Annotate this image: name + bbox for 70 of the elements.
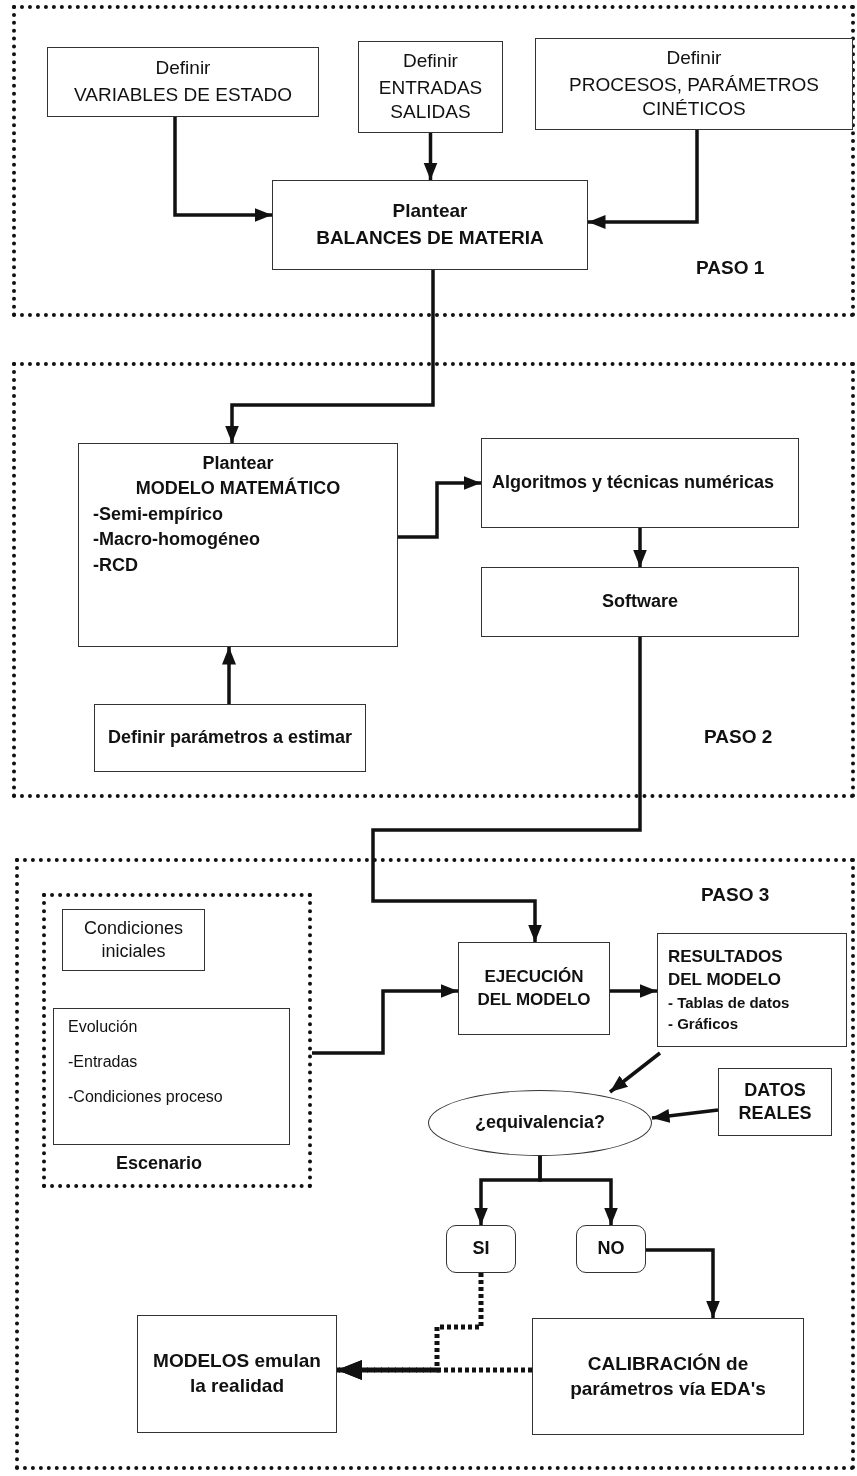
arrow	[633, 528, 647, 567]
process-box	[535, 38, 853, 130]
process-box	[47, 47, 319, 117]
process-box	[532, 1318, 804, 1435]
box-text: RESULTADOS DEL MODELO	[668, 946, 784, 991]
step-label: PASO 1	[696, 257, 765, 279]
step-label: PASO 2	[704, 726, 773, 748]
box-text: ¿equivalencia?	[473, 1111, 606, 1135]
box-text: Condiciones iniciales	[82, 916, 185, 963]
box-text: Plantear	[201, 452, 275, 475]
arrow	[173, 117, 272, 222]
process-box	[53, 1008, 290, 1145]
box-text: Definir	[154, 56, 212, 81]
box-subtext: - Gráficos	[668, 1014, 740, 1034]
arrow	[225, 270, 435, 443]
process-box	[62, 909, 205, 971]
arrow	[337, 1360, 532, 1380]
box-subtext: - Tablas de datos	[668, 992, 791, 1013]
box-subtext: -Semi-empírico	[93, 502, 225, 526]
arrow	[610, 984, 657, 998]
box-text: Definir	[665, 45, 723, 70]
box-text: Definir parámetros a estimar	[106, 726, 354, 750]
arrow	[312, 984, 458, 1055]
process-box	[458, 942, 610, 1035]
answer-box	[446, 1225, 516, 1273]
process-box	[94, 704, 366, 772]
process-box	[137, 1315, 337, 1433]
process-box	[481, 567, 799, 637]
box-subtext: -Macro-homogéneo	[93, 528, 261, 552]
process-box	[78, 443, 398, 647]
arrow	[398, 476, 481, 539]
group-label: Escenario	[116, 1153, 203, 1174]
box-subtext: ENTRADAS SALIDAS	[377, 75, 484, 125]
box-text: DATOS REALES	[737, 1078, 813, 1125]
box-text: SI	[471, 1237, 491, 1261]
arrow	[608, 1051, 662, 1094]
process-box	[272, 180, 588, 270]
box-text: NO	[596, 1237, 626, 1261]
process-box	[657, 933, 847, 1047]
box-text: Plantear	[391, 199, 469, 224]
box-subtext: -RCD	[93, 553, 139, 577]
arrow	[222, 647, 236, 704]
step-frame	[12, 362, 855, 798]
step-frame	[15, 858, 855, 1470]
box-text: Evolución	[68, 1017, 139, 1037]
arrow	[651, 1108, 719, 1123]
answer-box	[576, 1225, 646, 1273]
arrow	[371, 637, 642, 942]
step-label: PASO 3	[701, 884, 770, 906]
process-box	[481, 438, 799, 528]
box-subtext: VARIABLES DE ESTADO	[73, 83, 293, 107]
box-subtext: -Entradas	[68, 1051, 139, 1072]
arrow	[646, 1248, 720, 1318]
box-subtext: MODELO MATEMÁTICO	[134, 477, 342, 501]
box-subtext: -Condiciones proceso	[68, 1086, 224, 1107]
box-text: Algoritmos y técnicas numéricas	[492, 471, 776, 495]
step-frame	[12, 5, 855, 317]
box-subtext: PROCESOS, PARÁMETROS CINÉTICOS	[568, 72, 820, 122]
box-text: CALIBRACIÓN de parámetros vía EDA's	[569, 1351, 767, 1401]
box-text: Software	[601, 590, 679, 614]
box-text: MODELOS emulan la realidad	[152, 1349, 322, 1398]
box-text: EJECUCIÓN DEL MODELO	[476, 966, 592, 1011]
arrow	[588, 130, 699, 229]
process-box	[718, 1068, 832, 1136]
step-frame	[42, 893, 312, 1188]
process-box	[358, 41, 503, 133]
box-subtext: BALANCES DE MATERIA	[315, 226, 545, 250]
box-text: Definir	[402, 48, 459, 73]
arrow	[538, 1156, 618, 1225]
arrow	[423, 133, 438, 180]
